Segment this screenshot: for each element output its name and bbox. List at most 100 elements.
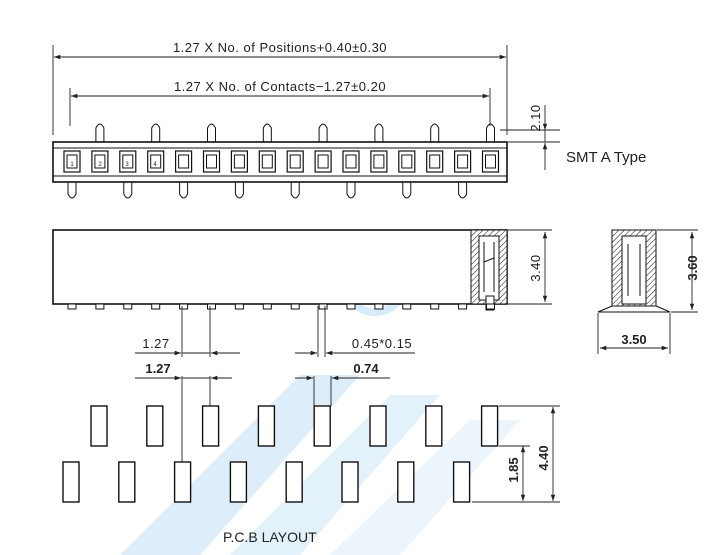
contact-inner <box>317 154 329 169</box>
side-foot <box>318 303 328 310</box>
side-foot <box>123 303 133 310</box>
pad-width-label: 0.74 <box>353 361 379 376</box>
pcb-pad-top <box>425 405 443 447</box>
end-width-label: 3.50 <box>621 332 646 347</box>
upper-pin <box>318 123 328 142</box>
contact-inner <box>429 154 441 169</box>
front-view: 1.27 X No. of Positions+0.40±0.30 1.27 X… <box>52 40 646 199</box>
pcb-pad-top <box>480 405 499 447</box>
pcb-layout-title: P.C.B LAYOUT <box>223 529 317 545</box>
contact-cavities <box>63 150 500 173</box>
pcb-pad-top <box>257 405 276 447</box>
side-height-label: 3.40 <box>528 254 543 281</box>
pads-top-row <box>90 405 499 447</box>
contact-inner <box>401 154 413 169</box>
upper-pin <box>374 123 384 142</box>
end-contact <box>627 244 641 296</box>
lower-pin <box>123 182 133 199</box>
pcb-pad-bottom <box>118 461 136 503</box>
pcb-pad-top <box>369 405 387 447</box>
side-foot <box>207 303 216 310</box>
side-foot <box>402 303 412 310</box>
lower-pin <box>346 182 356 199</box>
pcb-pad-top <box>201 405 220 447</box>
side-foot <box>179 303 189 310</box>
end-height-label: 3.60 <box>685 255 700 280</box>
side-foot <box>95 303 105 310</box>
end-feet <box>597 300 671 313</box>
pcb-pad-bottom <box>173 461 192 503</box>
position-number: 4 <box>153 162 157 168</box>
pcb-pad-bottom <box>62 461 80 503</box>
position-number: 3 <box>125 162 129 168</box>
side-view: 3.40 1.27 0.45*0.15 <box>52 229 552 357</box>
pcb-layout: 1.27 0.74 1.85 4.40 P.C.B LAYOUT <box>62 361 560 545</box>
side-foot <box>346 303 356 310</box>
side-feet <box>67 303 495 310</box>
pcb-pad-bottom <box>229 461 248 503</box>
lower-pin <box>458 182 468 199</box>
side-foot <box>374 303 384 310</box>
side-foot <box>151 303 161 310</box>
contact-inner <box>233 154 245 169</box>
height-dimension-label: 2.10 <box>528 104 543 131</box>
contact-section <box>478 235 500 301</box>
side-foot <box>67 303 77 310</box>
upper-pin <box>207 123 216 142</box>
side-foot <box>290 303 300 310</box>
pcb-pad-top <box>90 405 108 447</box>
upper-pin <box>486 123 495 142</box>
pcb-pad-bottom <box>341 461 359 503</box>
side-foot <box>458 303 468 310</box>
contact-inner <box>66 154 78 169</box>
lower-pin <box>67 182 77 199</box>
upper-pins <box>95 123 495 142</box>
contact-inner <box>289 154 301 169</box>
lower-pins <box>67 182 468 199</box>
contacts-dimension-label: 1.27 X No. of Contacts−1.27±0.20 <box>174 79 386 94</box>
contact-inner <box>261 154 273 169</box>
side-housing <box>52 229 508 305</box>
end-cavity <box>621 235 647 305</box>
overall-dimension-label: 1.27 X No. of Positions+0.40±0.30 <box>173 40 387 55</box>
pcb-pad-top <box>146 405 164 447</box>
lower-pin <box>234 182 244 199</box>
row-offset-label: 1.85 <box>506 457 521 482</box>
upper-pin <box>95 123 105 142</box>
contact-inner <box>345 154 357 169</box>
contact-inner <box>94 154 106 169</box>
contact-tail <box>485 295 495 311</box>
upper-pin <box>151 123 161 142</box>
side-pitch-label: 1.27 <box>142 336 169 351</box>
side-foot <box>234 303 244 310</box>
contact-inner <box>373 154 385 169</box>
pcb-pad-bottom <box>285 461 303 503</box>
contact-inner <box>178 154 190 169</box>
total-length-label: 4.40 <box>536 445 551 470</box>
contact-inner <box>150 154 162 169</box>
contact-inner <box>122 154 134 169</box>
type-label: SMT A Type <box>566 149 646 166</box>
contact-inner <box>457 154 469 169</box>
end-view: 3.60 3.50 <box>597 229 700 354</box>
side-foot <box>486 303 495 310</box>
pcb-pad-bottom <box>397 461 415 503</box>
position-number: 2 <box>98 162 102 168</box>
contact-inner <box>206 154 217 169</box>
pcb-pad-top <box>313 405 331 447</box>
pin-width-label: 0.45*0.15 <box>352 336 412 351</box>
lower-pin <box>179 182 189 199</box>
side-foot <box>430 303 440 310</box>
pcb-pad-bottom <box>452 461 471 503</box>
contact-spring <box>483 242 495 292</box>
pcb-pitch-label: 1.27 <box>145 361 170 376</box>
pads-bottom-row <box>62 461 471 503</box>
lower-pin <box>402 182 412 199</box>
lower-pin <box>290 182 300 199</box>
upper-pin <box>262 123 272 142</box>
side-foot <box>262 303 272 310</box>
contact-inner <box>485 154 496 169</box>
position-number: 1 <box>70 162 74 168</box>
upper-pin <box>430 123 440 142</box>
